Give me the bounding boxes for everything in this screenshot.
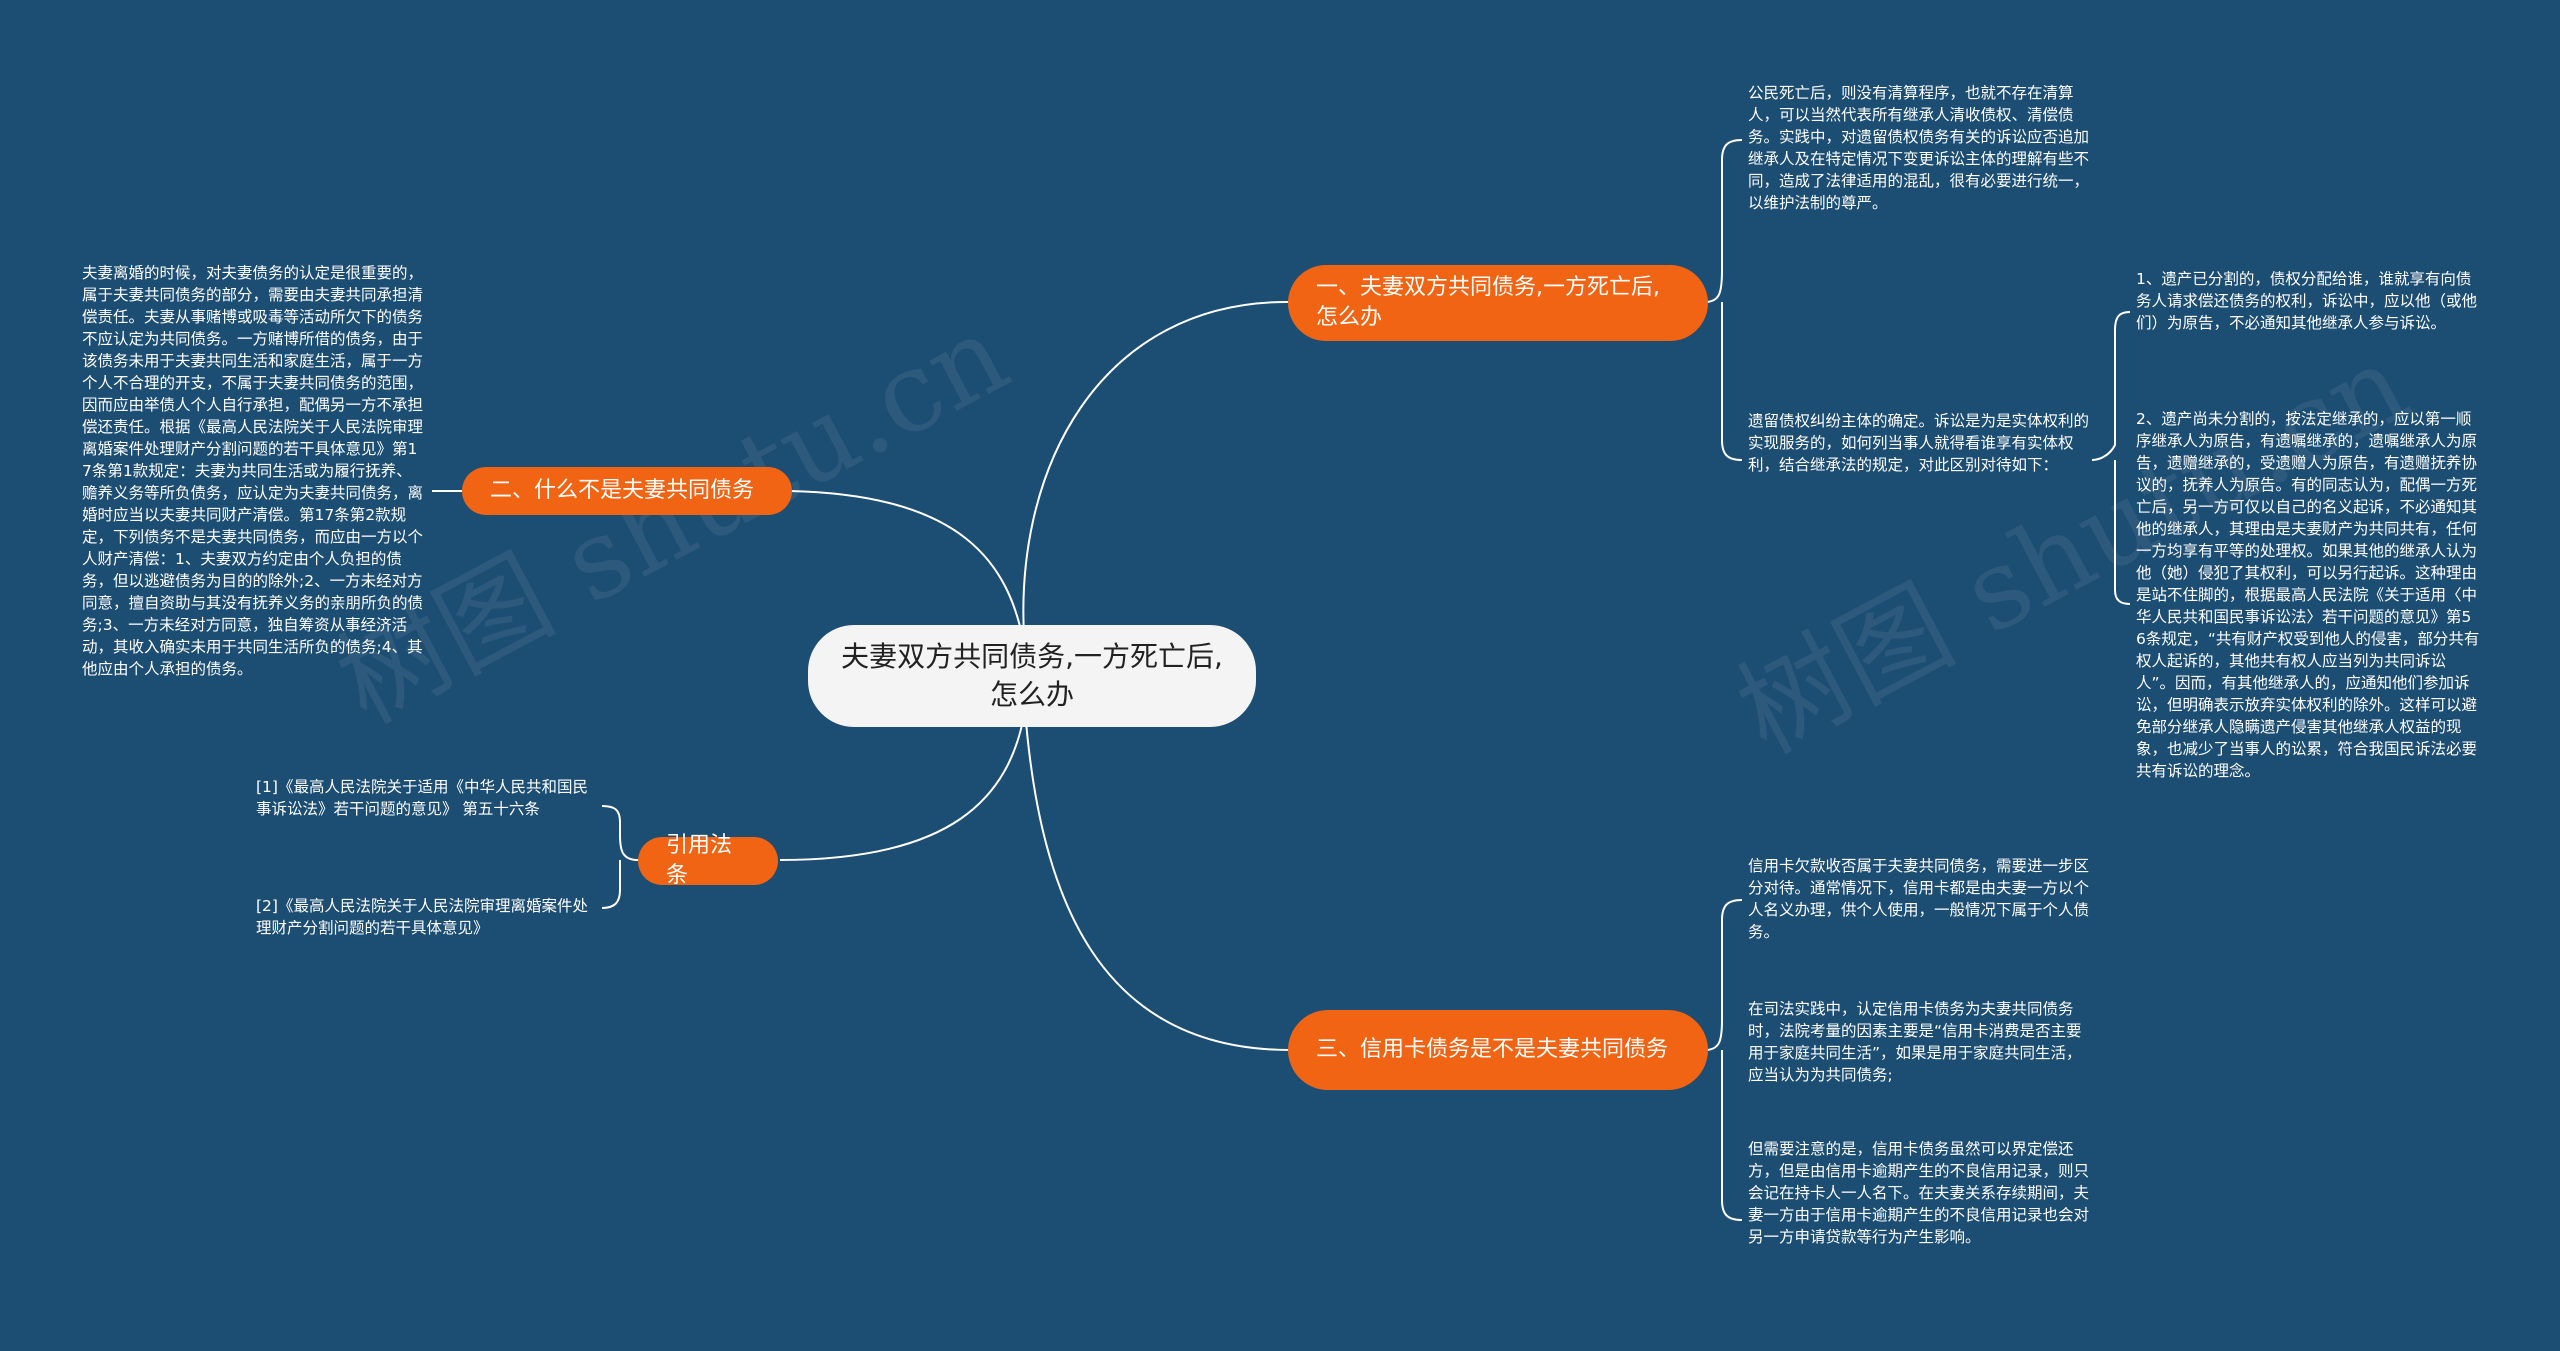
leaf-law-citation-2: [2]《最高人民法院关于人民法院审理离婚案件处理财产分割问题的若干具体意见》	[256, 897, 588, 937]
connector-center-b1	[1022, 300, 1291, 651]
branch-credit-card-debt[interactable]: 三、信用卡债务是不是夫妻共同债务	[1288, 1010, 1708, 1090]
leaf-estate-divided: 1、遗产已分割的，债权分配给谁，谁就享有向债务人请求偿还债务的权利，诉讼中，应以…	[2136, 270, 2478, 332]
branch-not-joint-debt[interactable]: 二、什么不是夫妻共同债务	[462, 467, 792, 515]
connector-center-b2	[789, 490, 1026, 651]
leaf-law-citation-1: [1]《最高人民法院关于适用《中华人民共和国民事诉讼法》若干问题的意见》 第五十…	[256, 778, 588, 818]
connector-center-b4	[1024, 709, 1291, 1051]
connector-b3-bracket	[601, 805, 639, 909]
branch-cited-laws[interactable]: 引用法条	[638, 833, 778, 888]
leaf-subject-determination: 遗留债权纠纷主体的确定。诉讼是为是实体权利的实现服务的，如何列当事人就得看谁享有…	[1748, 412, 2090, 474]
branch-label: 一、夫妻双方共同债务,一方死亡后,怎么办	[1316, 275, 1660, 330]
leaf-no-liquidation: 公民死亡后，则没有清算程序，也就不存在清算人，可以当然代表所有继承人清收债权、清…	[1748, 84, 2090, 212]
leaf-estate-undivided: 2、遗产尚未分割的，按法定继承的，应以第一顺序继承人为原告，有遗嘱继承的，遗嘱继…	[2136, 410, 2480, 780]
leaf-credit-card-judicial: 在司法实践中，认定信用卡债务为夫妻共同债务时，法院考量的因素主要是“信用卡消费是…	[1748, 1000, 2082, 1084]
leaf-credit-card-record: 但需要注意的是，信用卡债务虽然可以界定偿还方，但是由信用卡逾期产生的不良信用记录…	[1748, 1140, 2090, 1246]
leaf-credit-card-general: 信用卡欠款收否属于夫妻共同债务，需要进一步区分对待。通常情况下，信用卡都是由夫妻…	[1748, 857, 2090, 941]
connector-center-b3	[779, 709, 1026, 861]
center-topic[interactable]: 夫妻双方共同债务,一方死亡后,怎么办	[808, 625, 1256, 727]
branch-label: 三、信用卡债务是不是夫妻共同债务	[1316, 1037, 1669, 1062]
connector-b4-bracket	[1704, 899, 1743, 1221]
connector-b1-sub-bracket	[2091, 311, 2131, 605]
branch-joint-debt-after-death[interactable]: 一、夫妻双方共同债务,一方死亡后,怎么办	[1288, 265, 1708, 341]
branch-label: 引用法条	[666, 833, 733, 888]
leaf-not-joint-debt-detail: 夫妻离婚的时候，对夫妻债务的认定是很重要的，属于夫妻共同债务的部分，需要由夫妻共…	[82, 264, 424, 678]
branch-label: 二、什么不是夫妻共同债务	[490, 478, 755, 503]
connector-b1-bracket	[1704, 139, 1743, 461]
center-topic-label: 夫妻双方共同债务,一方死亡后,怎么办	[841, 640, 1223, 711]
